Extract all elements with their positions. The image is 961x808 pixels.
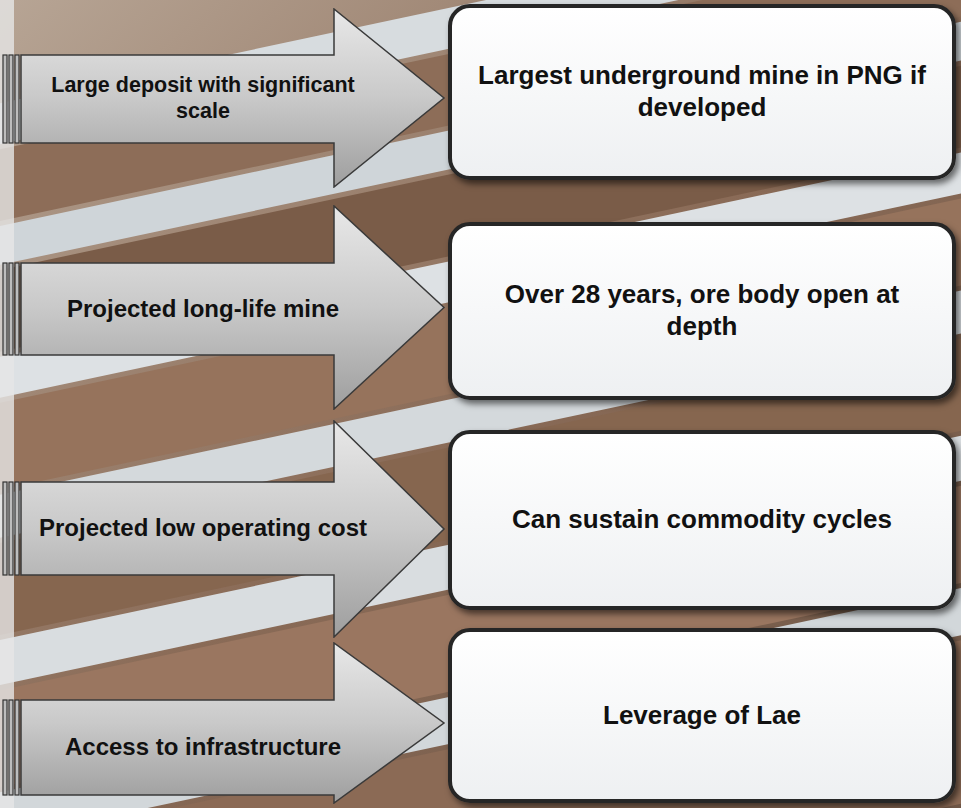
arrow-shape: Projected long-life mine — [20, 205, 446, 410]
arrow-label-area: Projected long-life mine — [26, 263, 380, 355]
arrow-label-area: Projected low operating cost — [26, 482, 380, 575]
box-label: Over 28 years, ore body open at depth — [476, 279, 928, 342]
arrow-polygon — [21, 421, 444, 637]
arrow-label-area: Access to infrastructure — [26, 700, 380, 795]
result-box: Leverage of Lae — [448, 628, 956, 803]
box-label: Leverage of Lae — [603, 700, 801, 732]
box-label: Largest underground mine in PNG if devel… — [476, 60, 928, 123]
result-box: Can sustain commodity cycles — [448, 430, 956, 610]
box-label: Can sustain commodity cycles — [512, 504, 892, 536]
result-box: Over 28 years, ore body open at depth — [448, 222, 956, 400]
arrow-polygon — [21, 9, 444, 187]
arrow-label: Projected low operating cost — [39, 514, 367, 543]
arrow-outline — [20, 642, 446, 804]
arrow-label: Large deposit with significant scale — [26, 73, 380, 125]
arrow-polygon — [21, 206, 444, 409]
arrow-shape: Large deposit with significant scale — [20, 8, 446, 188]
arrow-outline — [20, 8, 446, 188]
arrow-polygon — [21, 643, 444, 803]
arrow-shape: Projected low operating cost — [20, 420, 446, 638]
arrow-label: Projected long-life mine — [67, 295, 339, 324]
arrow-label-area: Large deposit with significant scale — [26, 55, 380, 143]
arrow-shape: Access to infrastructure — [20, 642, 446, 804]
result-box: Largest underground mine in PNG if devel… — [448, 4, 956, 180]
arrow-label: Access to infrastructure — [65, 733, 341, 762]
